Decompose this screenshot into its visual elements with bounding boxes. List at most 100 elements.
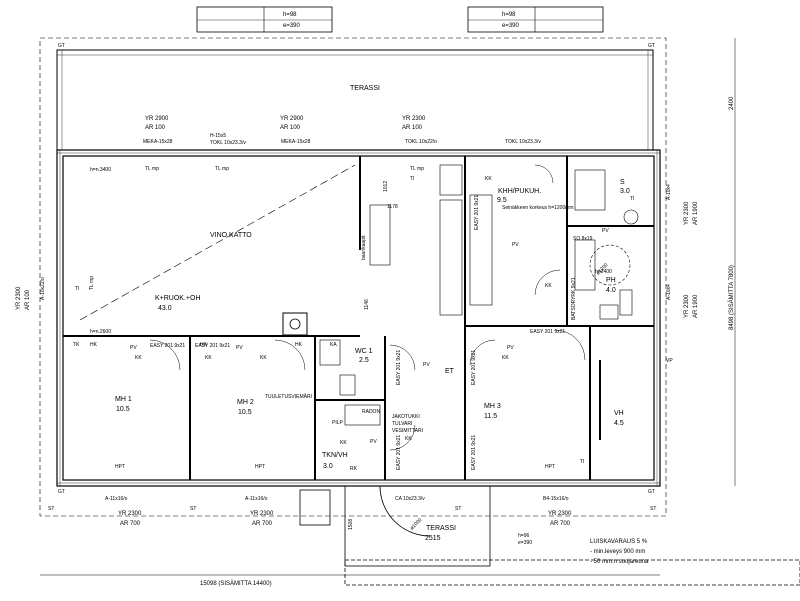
door-swings <box>149 164 586 451</box>
dimension-lines <box>40 38 736 576</box>
entry-terrace <box>299 485 800 586</box>
window-note-yr: YR 2900 <box>145 116 169 122</box>
gt-label: GT <box>648 43 655 49</box>
room-name: WC 1 <box>355 348 373 355</box>
st-label: ST <box>455 506 461 512</box>
window-note-ar: AR 100 <box>402 125 423 131</box>
door-type: CA 10x23.3/v <box>395 496 425 502</box>
room-name: PH <box>606 277 616 284</box>
meka-label: MEKA-15x28 <box>143 139 173 145</box>
kk-label: KK <box>205 355 212 361</box>
room-name: TERASSI <box>426 525 456 532</box>
height-label: h=n.3400 <box>90 167 111 173</box>
window-note-yr: YR 2300 <box>684 294 690 318</box>
window-type: A-10x4 <box>666 184 672 200</box>
h15-label: H-15x5 <box>210 133 226 139</box>
window-note-ar: AR 100 <box>280 125 301 131</box>
easy-label: EASY 201 9x21 <box>396 435 402 470</box>
vino-katto-line <box>79 164 356 321</box>
height-label: h=n.2600 <box>90 329 111 335</box>
radon-label: RADON <box>362 409 380 415</box>
roof-note-e: e=390 <box>283 23 301 29</box>
kk-label: KK <box>502 355 509 361</box>
pv-label: PV <box>130 345 137 351</box>
room-area: 4.5 <box>614 420 624 427</box>
roof-note-right: h=98 e=390 <box>467 6 604 33</box>
overall-width: 15098 (SISÄMITTA 14400) <box>200 580 272 587</box>
hk-label: HK <box>90 342 98 348</box>
tokl-label: TOKL 10x23.3/v <box>505 139 541 145</box>
pv-label: PV <box>370 439 377 445</box>
room-name: S <box>620 179 625 186</box>
tl-mp: TL mp <box>145 166 159 172</box>
window-type: B4-15x16/o <box>543 496 569 502</box>
luiska-note: - 50 mm:n suojareuna <box>590 559 649 565</box>
room-area: 10.5 <box>238 409 252 416</box>
bat-label: BATSORYRK 9x21 <box>571 277 577 320</box>
fireplace <box>282 312 308 336</box>
e390-label: e=390 <box>518 540 532 546</box>
room-area: 43.0 <box>158 305 172 312</box>
gt-label: GT <box>58 43 65 49</box>
st-label: ST <box>190 506 196 512</box>
st-label: ST <box>650 506 656 512</box>
window-type: A-11x16/o <box>105 496 128 502</box>
window-note-ar: AR 100 <box>145 125 166 131</box>
kk-label: KK <box>545 283 552 289</box>
wc-fixtures <box>319 339 381 426</box>
ka-label: KA <box>330 342 337 348</box>
gt-label: GT <box>58 489 65 495</box>
hk-label: HK <box>200 342 208 348</box>
vp-label: VP <box>666 358 673 364</box>
luiska-note: - min.leveys 900 mm <box>590 549 645 555</box>
kk-label: KK <box>405 436 412 442</box>
window-note-ar: AR 1900 <box>693 201 699 225</box>
exterior-walls <box>56 149 661 487</box>
ti-label: TI <box>75 286 79 292</box>
tokl-label: TOKL 10x23.3/v <box>210 140 246 146</box>
st-label: ST <box>48 506 54 512</box>
ti-label: TI <box>630 196 634 202</box>
tk-label: TK <box>73 342 80 348</box>
meka-label: MEKA-15x28 <box>281 139 311 145</box>
room-name: KHH/PUKUH. <box>498 188 541 195</box>
tl-mp: TL mp <box>89 276 95 290</box>
window-note-yr: YR 2300 <box>250 511 274 517</box>
tl-mp: TL mp <box>215 166 229 172</box>
terrace-depth: 2400 <box>729 96 735 110</box>
tulvari-label: TULVARI <box>392 421 412 427</box>
rk-label: RK <box>350 466 358 472</box>
easy-label: EASY 201 9x21 <box>471 435 477 470</box>
room-name: MH 3 <box>484 403 501 410</box>
kk-label: KK <box>485 176 492 182</box>
pv-label: PV <box>602 228 609 234</box>
window-type: A-10x22/o <box>40 277 46 300</box>
pv-label: PV <box>512 242 519 248</box>
hk-label: HK <box>295 342 303 348</box>
roof-note-left: h=98 e=390 <box>196 6 333 33</box>
vino-katto-label: VINO KATTO <box>210 232 252 239</box>
so-label: SO 8x19 <box>573 236 593 242</box>
window-note-yr: YR 2300 <box>118 511 142 517</box>
window-note-ar: AR 700 <box>550 521 571 527</box>
terrace-top <box>56 49 654 151</box>
room-name: TKN/VH <box>322 452 348 459</box>
terrace-label: TERASSI <box>350 85 380 92</box>
window-note-ar: AR 700 <box>252 521 273 527</box>
dim-label: ø1000 <box>409 517 423 531</box>
window-note-yr: YR 2900 <box>280 116 304 122</box>
window-note-ar: AR 100 <box>25 289 31 310</box>
pv-label: PV <box>507 345 514 351</box>
vesimittari-label: VESIMITTARI <box>392 428 423 434</box>
interior-walls <box>63 156 654 480</box>
kitchen-counters <box>369 164 493 316</box>
kk-label: KK <box>135 355 142 361</box>
easy-label: EASY 201 9x21 <box>471 350 477 385</box>
window-type: A-11x16/o <box>245 496 268 502</box>
overall-depth: 8498 (SISÄMITTA 7800) <box>728 265 735 330</box>
jako-label: JAKOTUKKI <box>392 414 420 420</box>
room-area: 3.0 <box>620 188 630 195</box>
room-name: MH 1 <box>115 396 132 403</box>
luiska-note: LUISKAVARAUS 5 % <box>590 539 648 545</box>
window-note-yr: YR 2300 <box>16 286 22 310</box>
